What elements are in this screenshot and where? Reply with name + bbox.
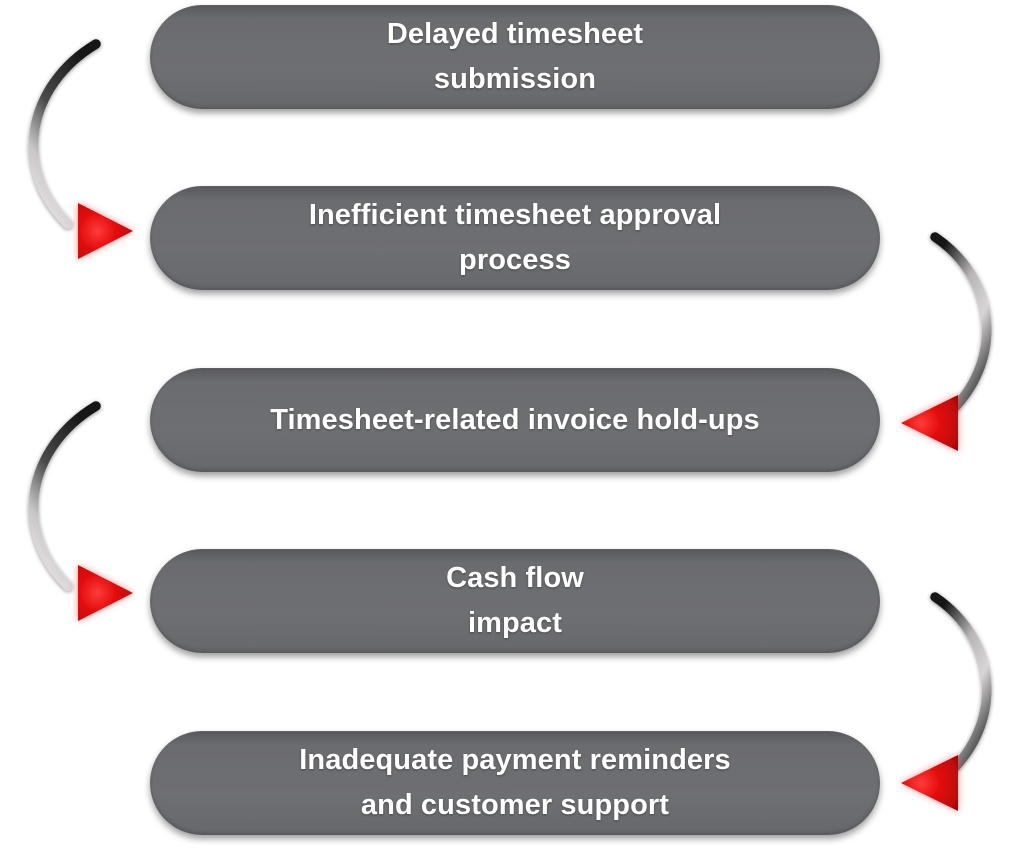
flow-node-timesheet-related-invoice-hold-ups[interactable]: Timesheet-related invoice hold-ups <box>150 368 880 472</box>
flow-node-label: Delayed timesheet submission <box>386 18 644 95</box>
connector-node3-to-node4 <box>901 592 992 811</box>
connector-node0-to-node1 <box>28 39 133 259</box>
flow-node-label: Timesheet-related invoice hold-ups <box>270 403 760 436</box>
arrowhead-left-icon <box>901 755 958 811</box>
flow-node-cash-flow-impact[interactable]: Cash flow impact <box>150 549 880 653</box>
flow-node-inefficient-timesheet-approval-process[interactable]: Inefficient timesheet approval process <box>150 186 880 290</box>
flow-node-inadequate-payment-reminders-and-customer-support[interactable]: Inadequate payment reminders and custome… <box>150 731 880 835</box>
arrowhead-right-icon <box>78 203 133 259</box>
flow-node-label: Inefficient timesheet approval process <box>308 199 722 276</box>
flow-node-delayed-timesheet-submission[interactable]: Delayed timesheet submission <box>150 5 880 109</box>
flow-node-label: Cash flow impact <box>446 562 584 639</box>
flow-node-label: Inadequate payment reminders and custome… <box>299 744 731 821</box>
arrowhead-left-icon <box>901 395 958 451</box>
connector-node2-to-node3 <box>28 401 133 621</box>
connector-node1-to-node2 <box>901 232 992 451</box>
arrowhead-right-icon <box>78 565 133 621</box>
